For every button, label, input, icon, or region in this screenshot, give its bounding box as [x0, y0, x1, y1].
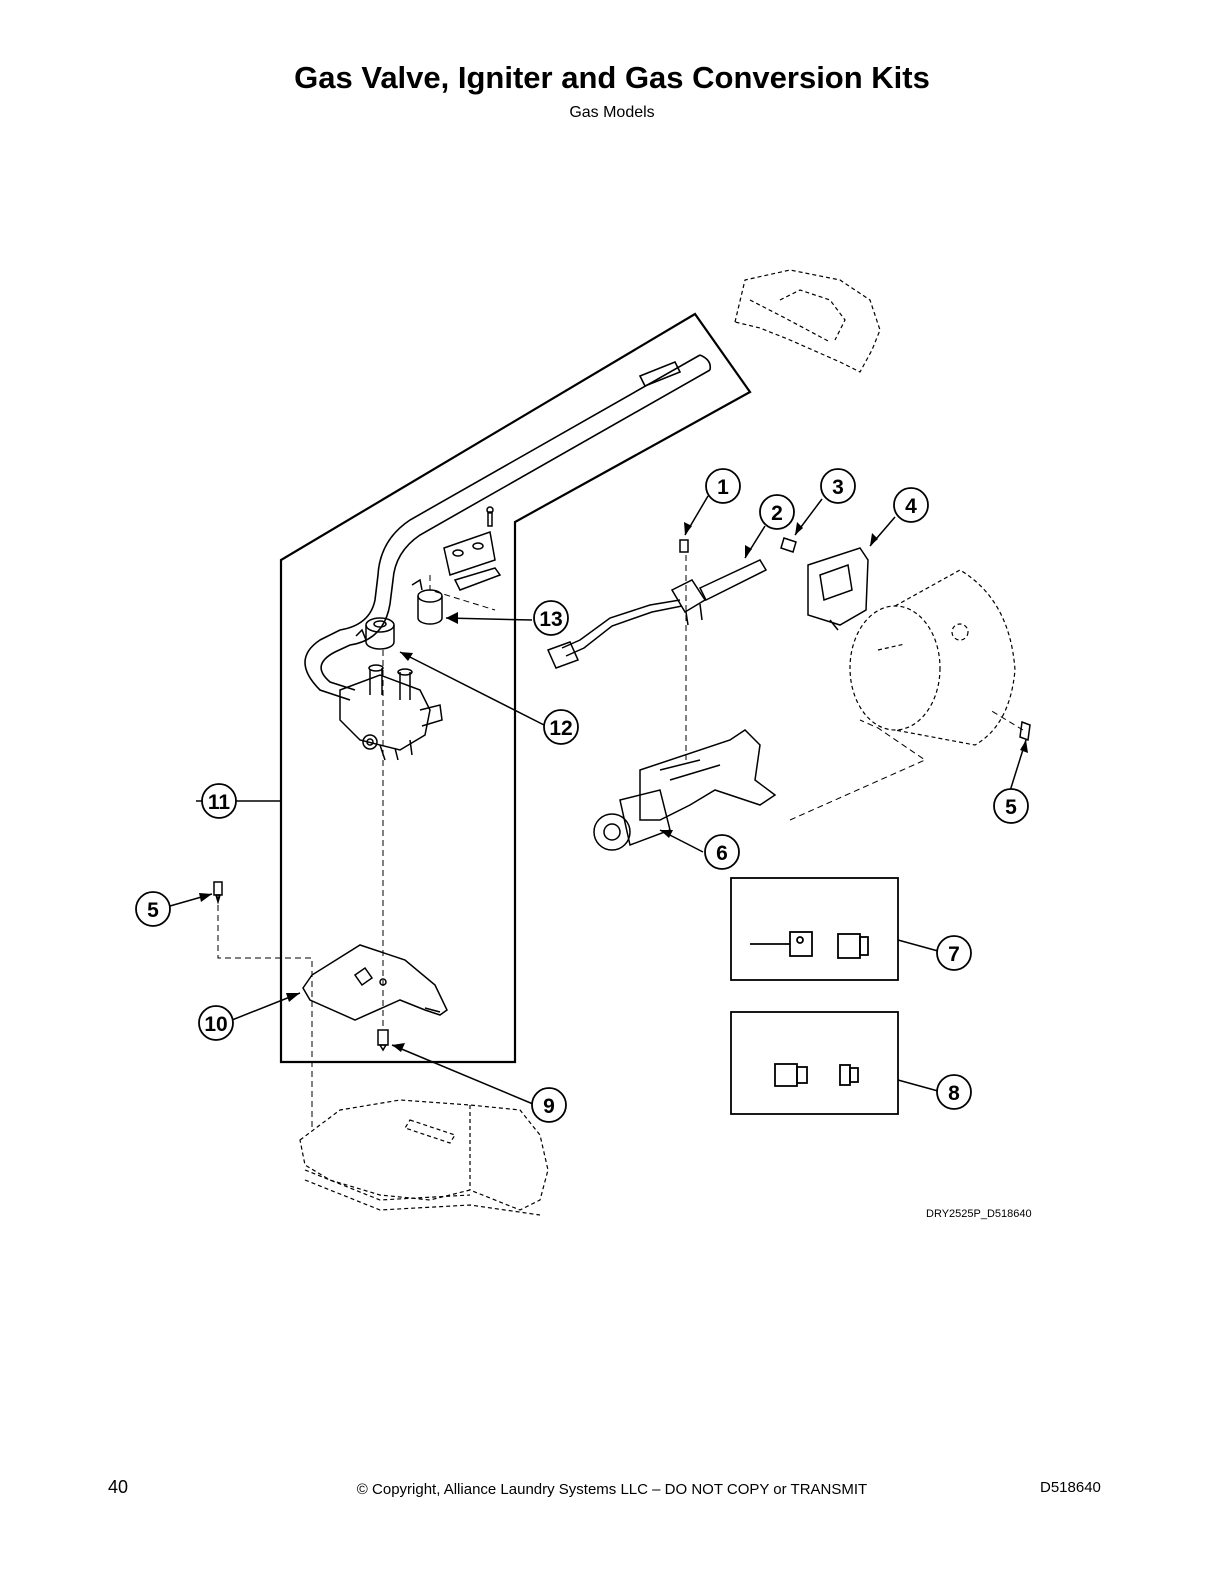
callout-10: 10 [198, 1005, 234, 1041]
callout-6-label: 6 [716, 842, 728, 865]
igniter [546, 559, 768, 669]
callout-5-right-label: 5 [1005, 796, 1017, 819]
callout-8-label: 8 [948, 1082, 960, 1105]
callout-9-label: 9 [543, 1095, 555, 1118]
screw-9 [377, 1029, 389, 1052]
callout-7: 7 [936, 935, 972, 971]
callouts: 1 2 3 4 5 5 6 7 [135, 468, 1029, 1123]
callout-4-label: 4 [905, 495, 917, 518]
callout-2-label: 2 [771, 502, 783, 525]
callout-1: 1 [705, 468, 741, 504]
callout-10-label: 10 [204, 1013, 227, 1036]
igniter-bracket [807, 547, 869, 631]
callout-13-label: 13 [539, 608, 562, 631]
burner-assembly [593, 729, 777, 851]
page-number: 40 [108, 1477, 129, 1497]
callout-5-left: 5 [135, 891, 171, 927]
alignment-lines [217, 555, 1024, 1130]
screw-1 [679, 539, 689, 553]
callout-12: 12 [543, 709, 579, 745]
gas-valve-bracket [279, 312, 752, 1064]
coil-12 [355, 617, 395, 650]
callout-4: 4 [893, 487, 929, 523]
callout-5-left-label: 5 [147, 899, 159, 922]
valve-base-plate [302, 944, 448, 1021]
callout-5-right: 5 [993, 788, 1029, 824]
callout-3-label: 3 [832, 476, 844, 499]
gas-supply-pipe [304, 354, 712, 701]
callout-1-label: 1 [717, 476, 729, 499]
coil-13 [411, 578, 443, 625]
screw-5-right [1019, 720, 1031, 742]
callout-11: 11 [201, 783, 237, 819]
dryer-base-outline [299, 1099, 549, 1216]
screw-5-left [213, 881, 223, 905]
callout-9: 9 [531, 1087, 567, 1123]
page-title: Gas Valve, Igniter and Gas Conversion Ki… [294, 60, 930, 95]
callout-7-label: 7 [948, 943, 960, 966]
callout-11-label: 11 [208, 791, 231, 814]
burner-tube [849, 569, 1016, 746]
burner-housing-outline [734, 269, 881, 373]
callout-2: 2 [759, 494, 795, 530]
callout-3: 3 [820, 468, 856, 504]
callout-8: 8 [936, 1074, 972, 1110]
figure-id: DRY2525P_D518640 [926, 1208, 1032, 1220]
page-subtitle: Gas Models [569, 104, 655, 121]
screw-3 [780, 537, 797, 553]
kit-box-7 [730, 877, 899, 981]
gas-valve [339, 664, 443, 761]
callout-6: 6 [704, 834, 740, 870]
leader-arrowheads [199, 522, 1028, 1052]
document-number: D518640 [1040, 1479, 1101, 1496]
copyright-notice: © Copyright, Alliance Laundry Systems LL… [356, 1481, 868, 1498]
callout-13: 13 [533, 600, 569, 636]
valve-mount-clip [443, 506, 502, 591]
kit-box-8 [730, 1011, 899, 1115]
callout-12-label: 12 [549, 717, 572, 740]
